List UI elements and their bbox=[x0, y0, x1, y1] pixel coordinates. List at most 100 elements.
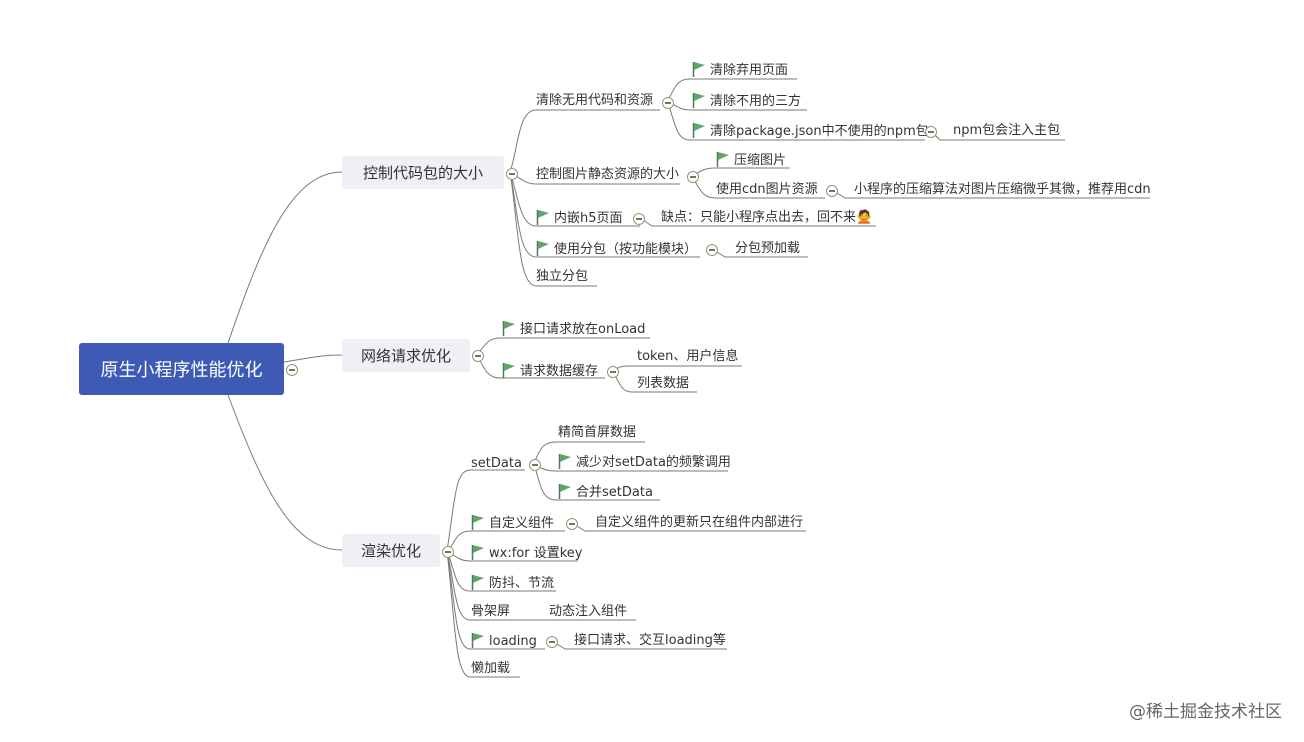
lazy-load-node[interactable]: 懒加载 bbox=[471, 660, 510, 678]
setdata-item-reduce-label: 减少对setData的频繁调用 bbox=[576, 455, 731, 470]
cdn-note-label: 小程序的压缩算法对图片压缩微乎其微，推荐用cdn bbox=[854, 182, 1151, 197]
images-compress-label: 压缩图片 bbox=[734, 153, 787, 168]
network-collapse-icon[interactable] bbox=[472, 350, 484, 362]
custom-component-note[interactable]: 自定义组件的更新只在组件内部进行 bbox=[595, 514, 803, 532]
setdata-item-reduce[interactable]: 减少对setData的频繁调用 bbox=[558, 453, 731, 472]
images-label: 控制图片静态资源的大小 bbox=[536, 167, 680, 182]
custom-component-note-label: 自定义组件的更新只在组件内部进行 bbox=[595, 515, 804, 530]
flag-icon bbox=[471, 515, 484, 530]
clean-item-pages-label: 清除弃用页面 bbox=[710, 63, 789, 78]
clean-item-pages[interactable]: 清除弃用页面 bbox=[692, 61, 788, 80]
root-collapse-icon[interactable] bbox=[286, 364, 298, 376]
loading-collapse-icon[interactable] bbox=[546, 636, 558, 648]
cdn-note[interactable]: 小程序的压缩算法对图片压缩微乎其微，推荐用cdn bbox=[854, 181, 1151, 199]
images-cdn-label: 使用cdn图片资源 bbox=[716, 182, 818, 197]
images-compress[interactable]: 压缩图片 bbox=[716, 151, 786, 170]
clean-item-thirdparty-label: 清除不用的三方 bbox=[710, 94, 802, 109]
subpkg-note-label: 分包预加载 bbox=[735, 241, 801, 256]
skeleton-node[interactable]: 骨架屏 bbox=[471, 603, 510, 621]
skeleton-label: 骨架屏 bbox=[471, 604, 511, 619]
cache-collapse-icon[interactable] bbox=[607, 366, 619, 378]
loading-label: loading bbox=[489, 634, 537, 649]
flag-icon bbox=[471, 633, 484, 648]
wxfor-label: wx:for 设置key bbox=[489, 546, 583, 561]
cache-node[interactable]: 请求数据缓存 bbox=[502, 362, 598, 381]
cache-item-list-label: 列表数据 bbox=[637, 376, 690, 391]
branch-render-label: 渲染优化 bbox=[360, 542, 421, 560]
branch-render[interactable]: 渲染优化 bbox=[342, 534, 440, 567]
flag-icon bbox=[692, 93, 705, 108]
branch-code-size-label: 控制代码包的大小 bbox=[362, 164, 483, 182]
lazy-load-label: 懒加载 bbox=[471, 661, 511, 676]
loading-note-label: 接口请求、交互loading等 bbox=[574, 633, 726, 648]
flag-icon bbox=[558, 454, 571, 469]
cache-item-token[interactable]: token、用户信息 bbox=[637, 348, 738, 366]
independent-label: 独立分包 bbox=[536, 269, 589, 284]
setdata-item-merge[interactable]: 合并setData bbox=[558, 483, 653, 502]
images-collapse-icon[interactable] bbox=[687, 171, 699, 183]
npm-collapse-icon[interactable] bbox=[925, 126, 937, 138]
clean-item-thirdparty[interactable]: 清除不用的三方 bbox=[692, 92, 801, 111]
clean-unused-label: 清除无用代码和资源 bbox=[536, 93, 654, 108]
debounce-label: 防抖、节流 bbox=[489, 576, 555, 591]
code-collapse-icon[interactable] bbox=[506, 168, 518, 180]
flag-icon bbox=[558, 484, 571, 499]
cache-item-list[interactable]: 列表数据 bbox=[637, 375, 689, 393]
images-cdn[interactable]: 使用cdn图片资源 bbox=[716, 181, 818, 199]
skeleton-note-label: 动态注入组件 bbox=[549, 604, 628, 619]
render-collapse-icon[interactable] bbox=[442, 546, 454, 558]
onload-label: 接口请求放在onLoad bbox=[520, 322, 646, 337]
custom-component-node[interactable]: 自定义组件 bbox=[471, 514, 554, 533]
flag-icon bbox=[536, 210, 549, 225]
npm-note-label: npm包会注入主包 bbox=[953, 123, 1061, 138]
setdata-item-firstscreen-label: 精简首屏数据 bbox=[558, 425, 637, 440]
flag-icon bbox=[692, 123, 705, 138]
flag-icon bbox=[471, 575, 484, 590]
clean-collapse-icon[interactable] bbox=[662, 97, 674, 109]
cache-item-token-label: token、用户信息 bbox=[637, 349, 739, 364]
wxfor-node[interactable]: wx:for 设置key bbox=[471, 544, 582, 563]
independent-subpkg[interactable]: 独立分包 bbox=[536, 268, 588, 286]
subpkg-node[interactable]: 使用分包（按功能模块） bbox=[536, 240, 697, 259]
h5-node[interactable]: 内嵌h5页面 bbox=[536, 209, 623, 228]
h5-note-label: 缺点：只能小程序点出去，回不来🙅 bbox=[661, 210, 873, 225]
flag-icon bbox=[716, 152, 729, 167]
cache-label: 请求数据缓存 bbox=[520, 364, 599, 379]
setdata-node[interactable]: setData bbox=[471, 455, 522, 473]
debounce-node[interactable]: 防抖、节流 bbox=[471, 574, 554, 593]
cdn-collapse-icon[interactable] bbox=[826, 185, 838, 197]
branch-network-label: 网络请求优化 bbox=[360, 347, 451, 365]
h5-label: 内嵌h5页面 bbox=[554, 211, 623, 226]
setdata-item-merge-label: 合并setData bbox=[576, 485, 653, 500]
subpkg-note[interactable]: 分包预加载 bbox=[735, 240, 800, 258]
flag-icon bbox=[536, 241, 549, 256]
subpkg-collapse-icon[interactable] bbox=[706, 244, 718, 256]
flag-icon bbox=[692, 62, 705, 77]
subpkg-label: 使用分包（按功能模块） bbox=[554, 242, 698, 257]
skeleton-note[interactable]: 动态注入组件 bbox=[549, 603, 627, 621]
root-node[interactable]: 原生小程序性能优化 bbox=[79, 343, 284, 395]
root-label: 原生小程序性能优化 bbox=[100, 360, 263, 381]
clean-unused-node[interactable]: 清除无用代码和资源 bbox=[536, 92, 653, 110]
clean-item-npm[interactable]: 清除package.json中不使用的npm包 bbox=[692, 122, 929, 141]
setdata-collapse-icon[interactable] bbox=[529, 459, 541, 471]
flag-icon bbox=[471, 545, 484, 560]
custom-component-label: 自定义组件 bbox=[489, 516, 555, 531]
branch-network[interactable]: 网络请求优化 bbox=[342, 339, 470, 372]
custom-collapse-icon[interactable] bbox=[566, 518, 578, 530]
loading-node[interactable]: loading bbox=[471, 632, 537, 651]
branch-code-size[interactable]: 控制代码包的大小 bbox=[342, 156, 504, 189]
clean-item-npm-label: 清除package.json中不使用的npm包 bbox=[710, 124, 929, 139]
flag-icon bbox=[502, 321, 515, 336]
watermark: @稀土掘金技术社区 bbox=[1129, 697, 1282, 722]
h5-collapse-icon[interactable] bbox=[633, 213, 645, 225]
setdata-label: setData bbox=[471, 456, 522, 471]
images-node[interactable]: 控制图片静态资源的大小 bbox=[536, 166, 679, 184]
h5-note[interactable]: 缺点：只能小程序点出去，回不来🙅 bbox=[661, 209, 872, 227]
flag-icon bbox=[502, 363, 515, 378]
setdata-item-firstscreen[interactable]: 精简首屏数据 bbox=[558, 424, 636, 442]
loading-note[interactable]: 接口请求、交互loading等 bbox=[574, 632, 726, 650]
npm-note[interactable]: npm包会注入主包 bbox=[953, 122, 1060, 140]
watermark-label: @稀土掘金技术社区 bbox=[1129, 702, 1282, 722]
onload-node[interactable]: 接口请求放在onLoad bbox=[502, 320, 645, 339]
